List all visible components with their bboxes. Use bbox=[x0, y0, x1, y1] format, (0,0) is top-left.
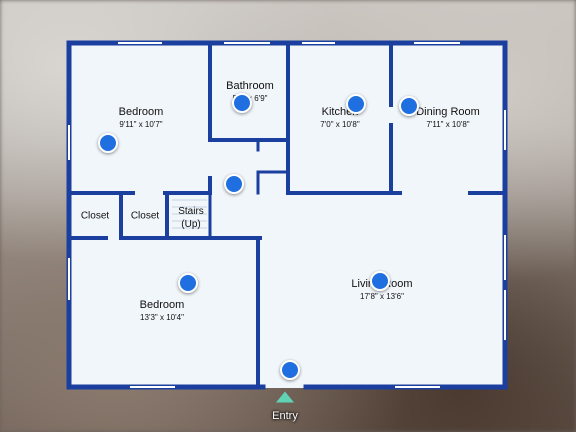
hotspot-hallway[interactable] bbox=[224, 174, 244, 194]
room-name: Dining Room bbox=[416, 106, 480, 118]
windows bbox=[68, 42, 506, 388]
room-label-closet-2: Closet bbox=[131, 210, 159, 223]
room-label-stairs: Stairs (Up) bbox=[178, 205, 204, 231]
hotspot-dining-room[interactable] bbox=[399, 96, 419, 116]
room-name: Closet bbox=[80, 210, 110, 222]
room-label-bedroom: Bedroom 9'11" x 10'7" bbox=[119, 106, 164, 130]
room-name: Bedroom bbox=[139, 299, 185, 311]
room-name: Closet bbox=[130, 210, 160, 222]
room-label-bedroom-2: Bedroom 13'3" x 10'4" bbox=[140, 299, 185, 323]
room-name: Bedroom bbox=[118, 106, 164, 118]
room-dims: 9'11" x 10'7" bbox=[119, 120, 163, 129]
hotspot-bedroom-2[interactable] bbox=[178, 273, 198, 293]
room-dims: 7'11" x 10'8" bbox=[426, 120, 470, 129]
hotspot-bathroom[interactable] bbox=[232, 93, 252, 113]
room-name: Bathroom bbox=[226, 80, 274, 92]
stairs-label: Stairs bbox=[178, 206, 204, 217]
hotspot-kitchen[interactable] bbox=[346, 94, 366, 114]
room-label-closet-1: Closet bbox=[81, 210, 109, 223]
hotspot-bedroom[interactable] bbox=[98, 133, 118, 153]
stair-treads bbox=[172, 199, 207, 229]
entry-label: Entry bbox=[272, 410, 298, 422]
hotspot-living-room[interactable] bbox=[370, 271, 390, 291]
room-label-dining-room: Dining Room 7'11" x 10'8" bbox=[416, 106, 480, 130]
entry-arrow-icon[interactable] bbox=[276, 391, 294, 403]
stairs-direction: (Up) bbox=[181, 219, 201, 230]
hotspot-entry[interactable] bbox=[280, 360, 300, 380]
room-dims: 13'3" x 10'4" bbox=[140, 313, 184, 322]
room-dims: 7'0" x 10'8" bbox=[320, 120, 360, 129]
room-dims: 17'8" x 13'6" bbox=[360, 292, 404, 301]
